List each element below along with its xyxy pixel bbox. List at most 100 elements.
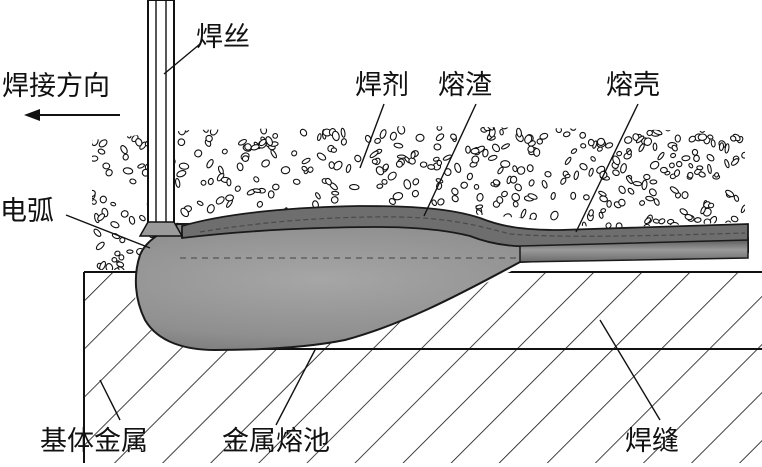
flux-granule	[194, 149, 203, 158]
flux-granule	[411, 189, 419, 198]
flux-granule	[707, 134, 714, 140]
flux-granule	[638, 143, 645, 153]
flux-granule	[620, 163, 627, 174]
flux-granule	[509, 175, 518, 184]
flux-granule	[501, 190, 508, 198]
flux-granule	[679, 208, 688, 216]
flux-granule	[120, 145, 128, 155]
flux-granule	[177, 138, 186, 147]
flux-granule	[291, 150, 298, 157]
flux-granule	[550, 210, 559, 221]
flux-granule	[465, 145, 471, 154]
flux-granule	[500, 160, 511, 168]
flux-granule	[652, 142, 658, 152]
flux-granule	[643, 173, 651, 181]
flux-granule	[503, 213, 512, 221]
flux-granule	[205, 134, 213, 143]
flux-granule	[93, 228, 102, 237]
flux-granule	[658, 218, 666, 225]
flux-granule	[451, 194, 459, 203]
flux-granule	[120, 210, 129, 218]
flux-granule	[129, 126, 138, 132]
flux-granule	[627, 150, 632, 156]
flux-granule	[669, 186, 679, 194]
flux-granule	[252, 188, 262, 193]
flux-granule	[129, 178, 137, 185]
flux-granule	[693, 154, 700, 163]
flux-granule	[639, 200, 646, 206]
flux-granule	[512, 165, 518, 173]
flux-granule	[126, 249, 134, 254]
flux-granule	[114, 250, 121, 257]
flux-granule	[267, 190, 275, 199]
flux-granule	[499, 128, 504, 136]
flux-granule	[652, 129, 663, 136]
flux-granule	[560, 177, 567, 185]
flux-granule	[570, 191, 577, 200]
flux-granule	[97, 213, 106, 222]
flux-granule	[202, 126, 209, 133]
flux-granule	[604, 142, 614, 149]
label-base-metal: 基体金属	[40, 426, 148, 457]
flux-granule	[691, 148, 699, 156]
weld-bead	[519, 239, 749, 263]
label-wire: 焊丝	[196, 22, 250, 53]
flux-granule	[392, 192, 404, 201]
flux-granule	[668, 162, 675, 169]
flux-granule	[454, 162, 462, 173]
flux-granule	[587, 138, 595, 147]
flux-granule	[387, 171, 397, 181]
flux-granule	[687, 171, 694, 179]
flux-granule	[703, 265, 709, 270]
flux-granule	[524, 134, 533, 144]
flux-granule	[618, 185, 626, 194]
flux-granule	[110, 221, 120, 229]
flux-granule	[700, 206, 706, 215]
flux-granule	[533, 147, 541, 157]
flux-granule	[331, 130, 340, 142]
flux-granule	[403, 179, 412, 190]
flux-granule	[612, 169, 620, 176]
flux-granule	[564, 173, 571, 179]
flux-granule	[579, 131, 587, 139]
flux-granule	[280, 166, 291, 175]
flux-granule	[511, 192, 521, 202]
flux-granule	[427, 164, 436, 170]
slag-texture	[199, 216, 746, 237]
flux-granule	[345, 163, 352, 174]
flux-granule	[476, 192, 484, 202]
leader-lines	[65, 43, 661, 426]
flux-granule	[415, 133, 425, 142]
flux-granule	[435, 133, 445, 142]
flux-granule	[126, 132, 132, 139]
flux-granule	[596, 137, 606, 146]
flux-granule	[674, 134, 681, 143]
label-slag: 熔渣	[438, 70, 492, 101]
flux-granule	[236, 162, 244, 172]
flux-granule	[492, 179, 501, 186]
flux-granule	[354, 154, 362, 163]
flux-granule	[688, 163, 694, 169]
flux-granule	[520, 208, 527, 219]
flux-granule	[547, 261, 554, 270]
flux-granule	[113, 267, 120, 270]
flux-granule	[111, 257, 118, 263]
flux-granule	[209, 126, 219, 136]
flux-granule	[200, 179, 207, 186]
flux-granule	[331, 190, 340, 196]
flux-granule	[632, 180, 643, 187]
flux-granule	[512, 201, 519, 208]
label-direction: 焊接方向	[2, 71, 110, 102]
flux-granule	[544, 170, 552, 178]
flux-granule	[722, 262, 731, 269]
flux-granule	[92, 199, 97, 205]
flux-granule	[244, 143, 252, 151]
flux-granule	[473, 184, 480, 190]
flux-granule	[706, 153, 715, 162]
flux-granule	[110, 201, 117, 207]
flux-granule	[330, 147, 338, 153]
flux-granule	[381, 179, 388, 185]
flux-granule	[253, 176, 260, 183]
flux-granule	[501, 143, 510, 150]
flux-granule	[436, 159, 443, 166]
